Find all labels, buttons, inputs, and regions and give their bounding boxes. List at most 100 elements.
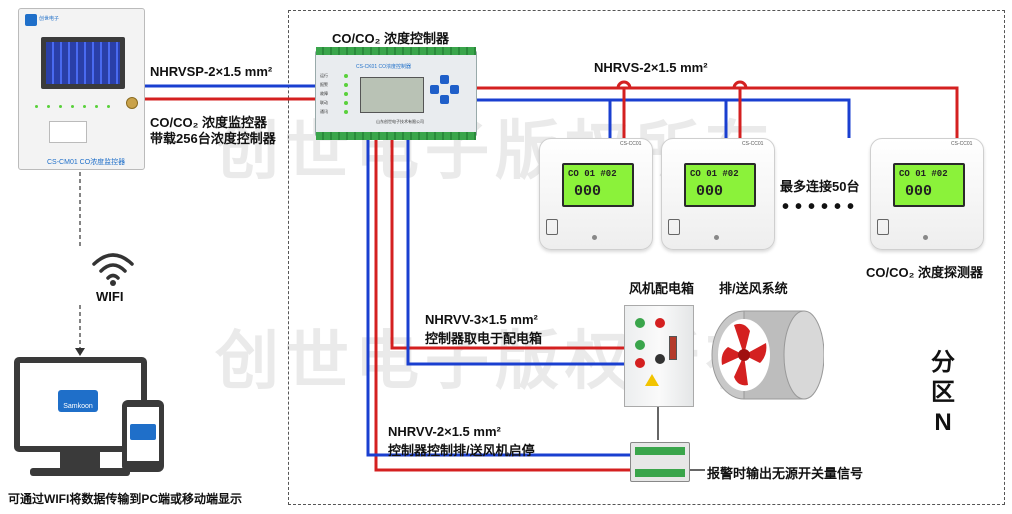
led-indicator [344, 83, 348, 87]
fan-power-box [624, 305, 694, 407]
monitor-title: CO/CO₂ 浓度监控器 [150, 115, 268, 130]
pc-stand [60, 452, 100, 470]
detector-model: CS-CC01 [742, 141, 764, 147]
up-button-icon [440, 75, 449, 84]
controller-model: CS-CK01 CO浓度控制器 [356, 64, 412, 70]
zone-char-2: 区 [931, 379, 955, 406]
status-led [59, 105, 62, 108]
sensor-vent [592, 235, 597, 240]
cable-main-label: NHRVSP-2×1.5 mm² [150, 64, 273, 79]
alarm-output-label: 报警时输出无源开关量信号 [707, 466, 864, 481]
detector-title: CO/CO₂ 浓度探测器 [866, 265, 984, 280]
co-detector-n: CS-CC01 CO 01 #02 000 [870, 138, 984, 250]
detector-lcd: CO 01 #02 000 [684, 163, 756, 207]
detector-bus-blue [475, 98, 851, 138]
monitor-capacity: 带载256台浓度控制器 [150, 131, 276, 146]
fan-cable-blue [366, 135, 630, 457]
panel-touchscreen [46, 42, 120, 84]
led-indicator [344, 101, 348, 105]
red-indicator-icon [655, 318, 665, 328]
status-led [35, 105, 38, 108]
cable-power-desc: 控制器取电于配电箱 [425, 331, 543, 346]
lcd-value: 000 [574, 183, 602, 200]
cable-bus-label: NHRVS-2×1.5 mm² [594, 60, 708, 75]
continuation-dots: •••••• [782, 196, 861, 218]
mobile-brand-logo-icon [130, 424, 156, 440]
terminal-strip-bottom [316, 132, 476, 140]
led-indicator [344, 110, 348, 114]
co-monitor-panel: 创世电子 CS-CM01 CO浓度监控器 [18, 8, 145, 170]
warning-sticker-icon [645, 374, 659, 386]
power-cable-red [390, 135, 624, 350]
fan-system-label: 排/送风系统 [719, 281, 788, 296]
status-led [107, 105, 110, 108]
zone-char-3: N [934, 409, 952, 436]
controller-title: CO/CO₂ 浓度控制器 [332, 31, 450, 46]
green-indicator-icon [635, 318, 645, 328]
relay-module-icon [630, 442, 690, 482]
cable-fan-desc: 控制器控制排/送风机启停 [388, 443, 535, 458]
power-cable-blue [406, 135, 624, 366]
pc-base [30, 468, 130, 476]
cable-fan-label: NHRVV-2×1.5 mm² [388, 424, 501, 439]
fan-icon [711, 310, 824, 400]
wifi-label: WIFI [96, 289, 124, 304]
status-led [71, 105, 74, 108]
led-label: 运行 [320, 73, 328, 78]
status-led [83, 105, 86, 108]
relay-terminal [635, 469, 685, 477]
down-button-icon [440, 95, 449, 104]
terminal-strip-top [316, 47, 476, 55]
detector-lcd: CO 01 #02 000 [562, 163, 634, 207]
pc-brand-logo-icon: Samkoon [58, 390, 98, 412]
pc-brand-text: Samkoon [63, 403, 93, 410]
detector-bus-red [475, 86, 959, 138]
red-button-icon [635, 358, 645, 368]
lcd-top: CO 01 #02 [690, 169, 739, 179]
lcd-top: CO 01 #02 [899, 169, 948, 179]
controller-maker: 山东创世电子技术有限公司 [376, 119, 424, 124]
led-indicator [344, 92, 348, 96]
detector-count-label: 最多连接50台 [780, 179, 860, 194]
relay-terminal [635, 447, 685, 455]
selector-switch-icon [655, 354, 665, 364]
green-button-icon [635, 340, 645, 350]
status-led [95, 105, 98, 108]
led-label: 报警 [320, 82, 328, 87]
fan-cable-red [374, 135, 630, 472]
lcd-top: CO 01 #02 [568, 169, 617, 179]
brand-mark-icon [877, 219, 889, 235]
detector-model: CS-CC01 [951, 141, 973, 147]
zone-label: 分 区 N [928, 348, 958, 438]
wifi-icon [92, 253, 134, 286]
brand-mark-icon [668, 219, 680, 235]
meter-icon [669, 336, 677, 360]
sensor-vent [714, 235, 719, 240]
brand-logo-icon [25, 14, 37, 26]
sensor-vent [923, 235, 928, 240]
controller-display [360, 77, 424, 113]
lcd-value: 000 [905, 183, 933, 200]
zone-char-1: 分 [931, 349, 955, 376]
panel-brand: 创世电子 [39, 16, 60, 22]
co-detector-1: CS-CC01 CO 01 #02 000 [539, 138, 653, 250]
panel-model-label: CS-CM01 CO浓度监控器 [47, 159, 126, 166]
printer-slot [49, 121, 87, 143]
co-detector-2: CS-CC01 CO 01 #02 000 [661, 138, 775, 250]
led-indicator [344, 74, 348, 78]
led-label: 联动 [320, 100, 328, 105]
arrow-down-icon [75, 348, 85, 356]
lcd-value: 000 [696, 183, 724, 200]
detector-model: CS-CC01 [620, 141, 642, 147]
co-controller: CS-CK01 CO浓度控制器 运行 报警 故障 联动 通讯 山东创世电子技术有… [315, 47, 477, 140]
zone-boundary [288, 10, 1005, 505]
led-label: 通讯 [320, 109, 328, 114]
brand-mark-icon [546, 219, 558, 235]
pc-caption: 可通过WIFI将数据传输到PC端或移动端显示 [8, 492, 242, 506]
status-led [47, 105, 50, 108]
key-lock-icon [126, 97, 138, 109]
cable-power-label: NHRVV-3×1.5 mm² [425, 312, 538, 327]
detector-lcd: CO 01 #02 000 [893, 163, 965, 207]
led-label: 故障 [320, 91, 328, 96]
